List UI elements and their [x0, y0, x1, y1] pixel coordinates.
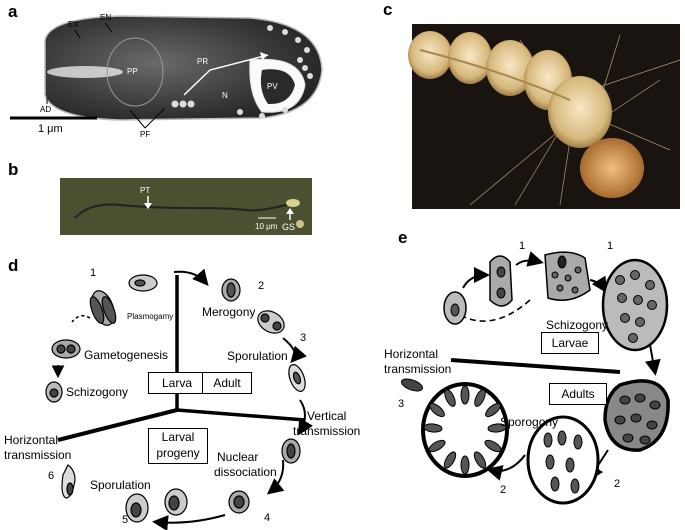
- stage-e-horizontal-line1: Horizontal: [384, 347, 439, 361]
- panel-a-micrograph: [10, 15, 323, 129]
- stage-vertical-line2: transmission: [293, 424, 361, 438]
- label-pf: PF: [140, 130, 151, 139]
- num-e-2a: 2: [614, 478, 621, 490]
- stage-nuclear-line1: Nuclear: [217, 450, 259, 464]
- box-larvae: Larvae: [541, 332, 599, 354]
- panel-b-letter: b: [8, 160, 19, 179]
- label-pv: PV: [267, 82, 278, 91]
- box-adults: Adults: [549, 383, 607, 405]
- num-d-2: 2: [258, 280, 265, 292]
- num-e-2b: 2: [500, 484, 507, 496]
- stage-plasmogamy: Plasmogamy: [127, 312, 174, 321]
- stage-e-sporogony: Sporogony: [500, 415, 559, 429]
- box-adult: Adult: [202, 372, 252, 394]
- label-pp: PP: [127, 67, 138, 76]
- panel-d-letter: d: [8, 256, 19, 275]
- label-gs: GS: [282, 222, 296, 232]
- num-d-1: 1: [90, 267, 97, 279]
- panel-e-letter: e: [398, 228, 408, 247]
- num-e-3: 3: [398, 398, 405, 410]
- num-d-3: 3: [300, 332, 307, 344]
- stage-merogony: Merogony: [202, 305, 256, 319]
- stage-gametogenesis: Gametogenesis: [84, 348, 169, 362]
- label-pt: PT: [140, 186, 151, 195]
- num-e-1b: 1: [607, 240, 614, 252]
- panel-b-image: [60, 178, 312, 235]
- panel-c-letter: c: [383, 0, 393, 19]
- label-ad: AD: [40, 105, 52, 114]
- label-en: EN: [100, 13, 112, 22]
- label-ex: EX: [68, 20, 79, 29]
- stage-e-schizogony: Schizogony: [546, 318, 609, 332]
- num-d-5: 5: [122, 514, 129, 526]
- stage-e-horizontal-line2: transmission: [384, 362, 452, 376]
- mosquito-larva-photo: [408, 24, 681, 209]
- stage-horizontal-line1: Horizontal: [4, 433, 59, 447]
- num-d-4: 4: [264, 512, 271, 524]
- stage-nuclear-line2: dissociation: [214, 465, 277, 479]
- stage-schizogony: Schizogony: [66, 385, 129, 399]
- label-n: N: [222, 91, 228, 100]
- scale-bar-a: 1 μm: [38, 123, 63, 135]
- num-d-6: 6: [48, 470, 55, 482]
- num-e-1a: 1: [519, 240, 526, 252]
- stage-sporulation-bottom: Sporulation: [90, 478, 151, 492]
- stage-horizontal-line2: transmission: [4, 448, 72, 462]
- polar-tube-drawing: [74, 196, 304, 228]
- label-pr: PR: [197, 57, 209, 66]
- box-larval-progeny-line2: progeny: [156, 446, 200, 460]
- panel-d-cycle-diagram: [45, 268, 313, 530]
- scale-bar-b: 10 μm: [255, 222, 278, 231]
- box-larval-progeny-line1: Larval: [161, 430, 195, 444]
- box-larva: Larva: [148, 372, 206, 394]
- stage-sporulation-top: Sporulation: [227, 349, 288, 363]
- panel-a-letter: a: [8, 2, 18, 21]
- box-larval-progeny: Larval progeny: [148, 428, 208, 464]
- stage-vertical-line1: Vertical: [307, 409, 347, 423]
